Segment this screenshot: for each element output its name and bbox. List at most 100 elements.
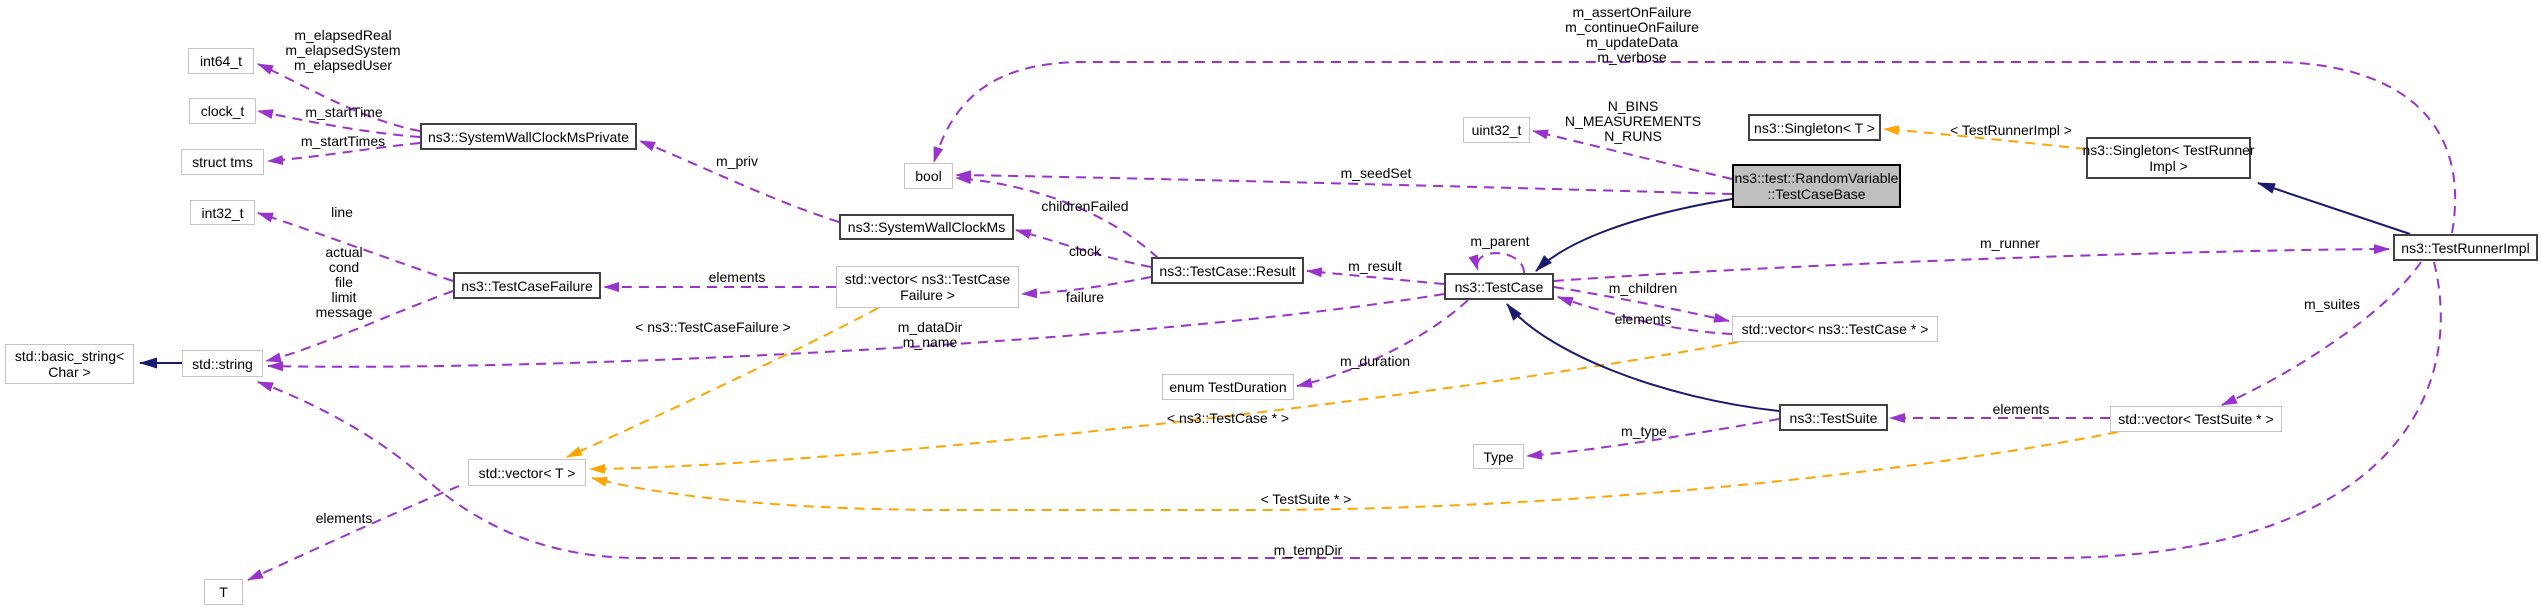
edge-m-temp-dir	[257, 261, 2442, 559]
edge-label-children: m_children	[1608, 280, 1678, 296]
edge-runner-flags	[933, 61, 2457, 234]
edge-label-tmpl-test-case-ptr: < ns3::TestCase * >	[1166, 410, 1290, 426]
edge-label-priv: m_priv	[715, 153, 759, 169]
edge-label-runner-flags-line4: m_verbose	[1597, 49, 1667, 65]
edge-label-result: m_result	[1348, 258, 1402, 274]
node-test-suite[interactable]: ns3::TestSuite	[1779, 404, 1888, 431]
edge-label-n-bins-line2: N_MEASUREMENTS	[1564, 113, 1702, 129]
node-clock-t: clock_t	[189, 98, 256, 124]
edge-label-failure-fields-line4: limit	[331, 289, 357, 305]
node-vector-t: std::vector< T >	[468, 459, 586, 486]
edge-tmpl-test-suite-ptr	[591, 431, 2119, 511]
node-t: T	[204, 579, 243, 605]
node-test-case-result[interactable]: ns3::TestCase::Result	[1151, 257, 1304, 284]
edge-inherit-test-suite-test-case	[1506, 303, 1780, 412]
node-vector-test-suite-ptr: std::vector< TestSuite * >	[2110, 406, 2282, 432]
edge-m-duration	[1296, 299, 1469, 388]
node-system-wall-clock-ms-private[interactable]: ns3::SystemWallClockMsPrivate	[420, 123, 637, 150]
edge-inherit-test-runner-singleton	[2257, 182, 2411, 235]
edge-label-failure: failure	[1065, 289, 1105, 305]
edge-label-data-dir-name-line2: m_name	[902, 334, 958, 350]
edge-label-tmpl-test-runner-impl: < TestRunnerImpl >	[1950, 122, 2072, 138]
edge-label-elapsed: m_elapsedReal m_elapsedSystem m_elapsedU…	[285, 28, 400, 73]
edge-label-failure-fields-line5: message	[315, 304, 373, 320]
edge-elements-children	[1557, 296, 1733, 335]
edge-failure-fields	[265, 290, 454, 363]
edge-label-runner-flags: m_assertOnFailure m_continueOnFailure m_…	[1565, 5, 1699, 65]
node-test-runner-impl[interactable]: ns3::TestRunnerImpl	[2393, 234, 2538, 261]
node-int64-t: int64_t	[188, 48, 254, 74]
edge-children-failed	[955, 174, 1159, 259]
edge-label-elapsed-line3: m_elapsedUser	[293, 57, 393, 73]
node-singleton-test-runner-impl[interactable]: ns3::Singleton< TestRunner Impl >	[2082, 137, 2255, 179]
edge-label-failure-fields-line1: actual	[325, 244, 363, 260]
edge-m-seed-set	[955, 170, 1733, 195]
node-bool: bool	[904, 163, 953, 189]
node-random-variable-test-case-base-line1: ns3::test::RandomVariable	[1734, 170, 1899, 186]
edge-label-elapsed-line2: m_elapsedSystem	[285, 42, 401, 58]
edge-label-n-bins-line1: N_BINS	[1607, 98, 1659, 114]
edge-line	[257, 212, 454, 282]
node-uint32-t: uint32_t	[1463, 117, 1530, 143]
node-random-variable-test-case-base: ns3::test::RandomVariable ::TestCaseBase	[1732, 164, 1901, 208]
edge-label-temp-dir: m_tempDir	[1273, 542, 1343, 558]
node-type: Type	[1473, 444, 1524, 469]
edge-failure	[1021, 276, 1152, 299]
node-random-variable-test-case-base-line2: ::TestCaseBase	[1767, 186, 1866, 202]
edge-tmpl-test-case-ptr	[589, 341, 1739, 474]
edge-tmpl-test-case-failure	[566, 307, 879, 458]
node-int32-t: int32_t	[190, 200, 255, 225]
edge-label-elements-suites: elements	[1992, 401, 2050, 417]
edge-m-suites	[2221, 261, 2422, 406]
edge-clock	[1015, 229, 1152, 268]
edge-label-start-times: m_startTimes	[300, 133, 386, 149]
node-vector-test-case-failure-line1: std::vector< ns3::TestCase	[844, 271, 1011, 287]
node-basic-string-line1: std::basic_string<	[14, 348, 125, 364]
edge-label-elements-t: elements	[315, 510, 373, 526]
edge-label-clock: clock	[1069, 243, 1101, 259]
node-singleton-t[interactable]: ns3::Singleton< T >	[1748, 114, 1881, 141]
edge-m-runner	[1553, 244, 2390, 282]
edge-label-failure-fields-line3: file	[335, 274, 353, 290]
edge-label-elapsed-line1: m_elapsedReal	[294, 27, 392, 43]
edge-label-seed-set: m_seedSet	[1340, 165, 1412, 181]
edge-label-failure-fields: actual cond file limit message	[316, 245, 373, 320]
node-test-case-failure[interactable]: ns3::TestCaseFailure	[453, 272, 601, 299]
edge-m-type	[1526, 418, 1780, 460]
node-vector-test-case-failure: std::vector< ns3::TestCase Failure >	[836, 266, 1019, 308]
node-system-wall-clock-ms[interactable]: ns3::SystemWallClockMs	[839, 214, 1014, 240]
edge-label-start-time: m_startTime	[305, 104, 383, 120]
edge-m-start-times	[267, 142, 421, 165]
edge-label-suites: m_suites	[2303, 296, 2361, 312]
edge-label-tmpl-test-case-failure: < ns3::TestCaseFailure >	[635, 319, 791, 335]
edge-m-start-time	[257, 109, 421, 138]
edge-label-n-bins: N_BINS N_MEASUREMENTS N_RUNS	[1565, 99, 1701, 144]
edge-m-children	[1553, 286, 1730, 323]
edge-label-line: line	[331, 204, 353, 220]
edge-label-data-dir-name-line1: m_dataDir	[897, 319, 963, 335]
edge-label-data-dir-name: m_dataDir m_name	[898, 320, 963, 350]
node-basic-string-line2: Char >	[48, 364, 91, 380]
edge-label-runner-flags-line3: m_updateData	[1586, 34, 1678, 50]
edge-inherit-random-variable-test-case	[1535, 198, 1733, 272]
node-singleton-test-runner-impl-line2: Impl >	[2149, 158, 2188, 174]
node-singleton-test-runner-impl-line1: ns3::Singleton< TestRunner	[2082, 142, 2255, 158]
node-basic-string: std::basic_string< Char >	[5, 344, 134, 384]
node-enum-test-duration: enum TestDuration	[1162, 374, 1294, 400]
node-std-string: std::string	[182, 350, 263, 377]
edge-label-runner-flags-line1: m_assertOnFailure	[1572, 4, 1692, 20]
edge-label-failure-fields-line2: cond	[328, 259, 360, 275]
edge-label-type: m_type	[1621, 423, 1667, 439]
edge-elements-t	[247, 485, 460, 581]
edge-label-parent: m_parent	[1470, 233, 1530, 249]
edge-label-n-bins-line3: N_RUNS	[1604, 128, 1662, 144]
edge-m-parent	[1468, 252, 1525, 274]
edge-m-elapsed	[257, 63, 421, 132]
edge-label-children-failed: childrenFailed	[1041, 198, 1129, 214]
edge-label-runner: m_runner	[1980, 235, 2040, 251]
node-vector-test-case-failure-line2: Failure >	[900, 287, 955, 303]
node-test-case[interactable]: ns3::TestCase	[1444, 273, 1554, 300]
edge-tmpl-test-runner-impl	[1883, 125, 2087, 150]
